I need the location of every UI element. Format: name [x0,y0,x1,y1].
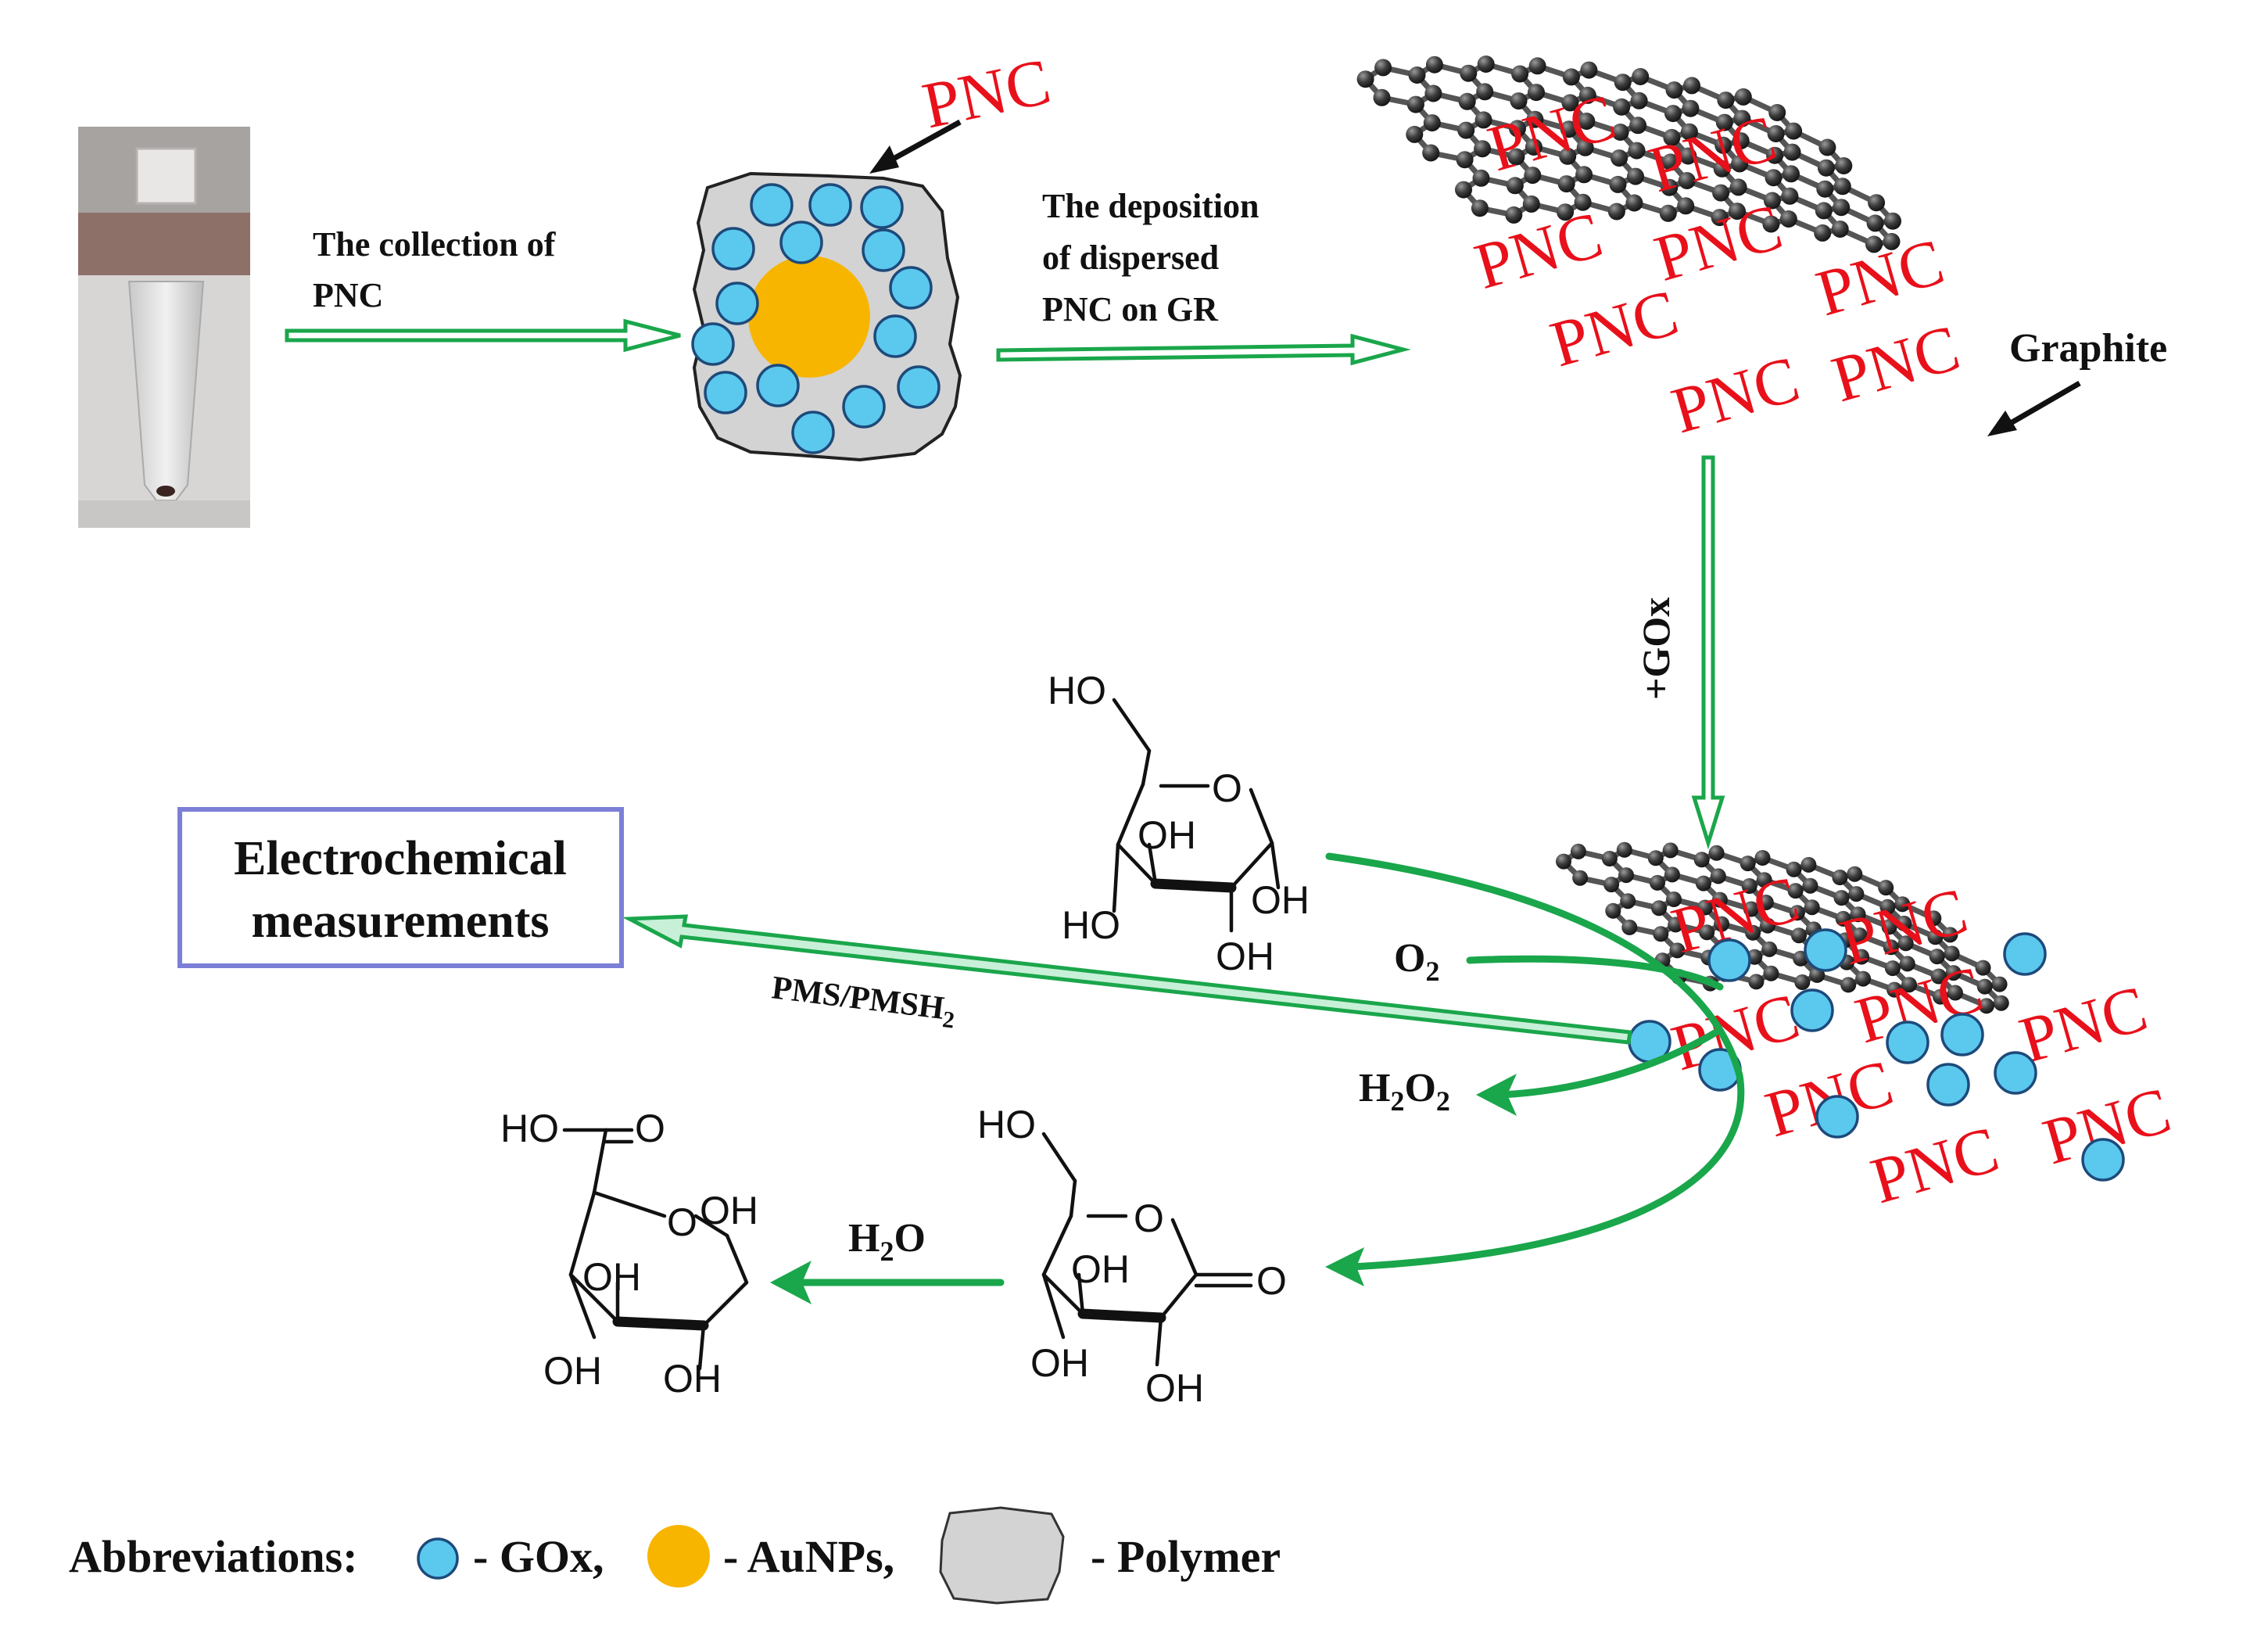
pnc-title-label: PNC [916,45,1056,143]
svg-text:HO: HO [977,1103,1036,1146]
h2o2-label: H2O2 [1359,1066,1450,1117]
deposition-label-line2: of dispersed [1042,239,1219,277]
svg-text:PNC: PNC [1467,199,1611,303]
o2-label: O2 [1394,936,1439,987]
measurement-line2: measurements [251,895,549,948]
svg-text:OH: OH [1071,1247,1130,1291]
gox-label: +GOx [1634,597,1678,700]
reaction-arrowheads [770,1074,1517,1304]
pnc-particle: PNC [691,45,1057,462]
svg-text:OH: OH [582,1255,641,1299]
graphite-pnc-labels-top: PNC PNC PNC PNC PNC PNC PNC PNC [1467,81,1968,447]
svg-text:O: O [1256,1259,1287,1303]
graphite-sheet-bottom [1556,841,2009,1014]
legend-polymer: - Polymer [1091,1531,1281,1582]
legend-polymer-swatch [939,1506,1065,1605]
gox-enzymes-on-sheet [1628,928,2125,1182]
h2o-label: H2O [848,1216,926,1267]
collection-step: The collection of PNC [285,225,681,353]
graphite-sheet-top [1356,56,1901,253]
legend-aunps: - AuNPs, [723,1531,894,1582]
measurement-line1: Electrochemical [234,832,567,885]
collection-label-line1: The collection of [313,225,557,264]
svg-text:OH: OH [1145,1366,1204,1410]
svg-text:PNC: PNC [1543,276,1686,381]
svg-text:OH: OH [1030,1341,1089,1385]
svg-text:O: O [1212,766,1242,810]
legend-gox-swatch [417,1537,459,1580]
gluconolactone-molecule: HO O O OH OH OH [977,1103,1287,1410]
svg-text:OH: OH [1251,878,1310,922]
mediator-label: PMS/PMSH2 [769,970,958,1033]
svg-text:OH: OH [700,1189,758,1232]
svg-text:HO: HO [1048,669,1106,712]
svg-text:HO: HO [500,1107,559,1150]
svg-text:O: O [1134,1196,1164,1240]
glucose-molecule: HO O OH HO OH OH [1048,669,1310,978]
reaction-labels: O2 H2O2 H2O [848,936,1450,1267]
deposition-label-line1: The deposition [1042,187,1259,225]
pnc-pointer-arrow [869,119,962,174]
legend-title: Abbreviations: [69,1531,358,1582]
svg-text:PNC: PNC [1864,1113,2007,1218]
deposition-label-line3: PNC on GR [1042,290,1219,328]
svg-text:OH: OH [543,1349,602,1393]
hollow-arrow-1 [285,318,681,353]
legend-gox: - GOx, [473,1531,604,1582]
reaction-arrows [786,852,1745,1286]
svg-text:O: O [667,1200,697,1244]
svg-text:OH: OH [663,1357,722,1401]
svg-text:HO: HO [1062,903,1120,947]
measurement-box: Electrochemical measurements [177,807,624,968]
svg-text:OH: OH [1138,813,1196,857]
svg-text:PNC: PNC [1809,225,1952,330]
graphite-label: Graphite [1987,326,2167,436]
deposition-step: The deposition of dispersed PNC on GR [996,187,1411,366]
legend: Abbreviations: - GOx, - AuNPs, - Polymer [69,1506,1281,1605]
mediator-arrow: PMS/PMSH2 [622,914,1632,1045]
gluconic-acid-molecule: HO O O OH OH OH OH [500,1107,758,1401]
svg-text:Graphite: Graphite [2009,326,2167,371]
gox-step: +GOx [1634,455,1725,850]
tube-photo [78,127,250,528]
collection-label-line2: PNC [313,276,383,314]
legend-aunp-swatch [647,1525,710,1587]
svg-text:PNC: PNC [1664,343,1808,447]
svg-text:OH: OH [1216,934,1274,978]
svg-text:PNC: PNC [1641,102,1784,206]
svg-text:O: O [635,1107,665,1150]
hollow-arrow-2 [996,333,1411,366]
svg-text:PNC: PNC [1825,311,1968,416]
